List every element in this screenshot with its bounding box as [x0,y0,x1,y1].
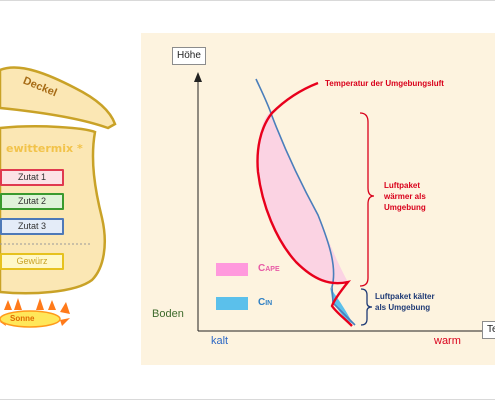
legend-cin-label: Cin [258,297,273,308]
x-axis-label: Te [482,321,495,339]
y-axis-arrow [194,72,202,82]
warm-parcel-line-1: Luftpaket [384,181,420,190]
legend-cape-label: Cape [258,263,280,274]
environment-curve [256,81,353,327]
cold-parcel-label: Luftpaket kälter als Umgebung [375,291,435,313]
warm-parcel-line-2: wärmer als [384,192,426,201]
x-max-label: warm [434,335,461,347]
diagram-panel [141,33,495,365]
warm-parcel-label: Luftpaket wärmer als Umgebung [384,180,426,213]
sun-label: Sonne [10,314,35,323]
ground-label: Boden [152,308,184,320]
ingredient-1: Zutat 1 [0,169,64,186]
sun-ellipse [0,310,61,328]
top-border [0,0,495,1]
environment-curve-label: Temperatur der Umgebungsluft [325,79,444,88]
legend-cin-swatch [216,297,248,310]
cold-bracket [360,288,373,326]
warm-bracket [359,112,375,287]
cape-area [257,112,348,284]
ingredient-3: Zutat 3 [0,218,64,235]
pot-title: ewittermix * [6,142,83,155]
y-axis-label: Höhe [172,47,206,65]
pot-drawing [0,66,117,328]
cold-parcel-line-1: Luftpaket kälter [375,292,435,301]
warm-parcel-line-3: Umgebung [384,203,426,212]
x-min-label: kalt [211,335,229,347]
legend-cape-swatch [216,263,248,276]
ingredient-2: Zutat 2 [0,193,64,210]
parcel-curve [255,78,356,326]
cin-area [330,287,355,325]
cold-parcel-line-2: als Umgebung [375,303,431,312]
pot-lid [0,66,117,130]
spice-box: Gewürz [0,253,64,270]
